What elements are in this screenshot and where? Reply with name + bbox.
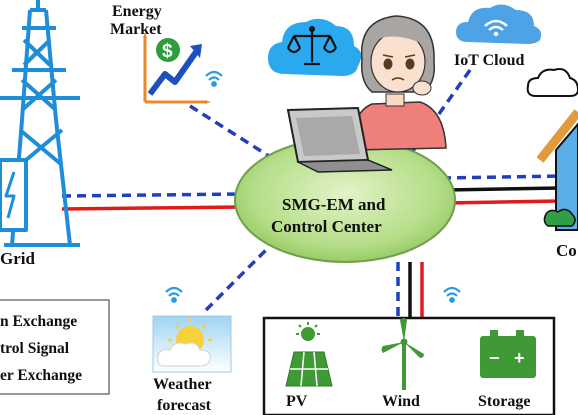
- weather-data-link: [204, 246, 270, 312]
- weather-sun-cloud-icon: [152, 315, 232, 373]
- iot-cloud-label: IoT Cloud: [454, 52, 525, 69]
- legend-item-power-exchange: er Exchange: [0, 367, 82, 384]
- transmission-tower-icon: [0, 0, 80, 247]
- energy-market-chart-icon: $: [143, 32, 211, 104]
- energy-market-label-line2: Market: [110, 21, 162, 38]
- justice-scale-cloud-icon: [268, 18, 362, 76]
- energy-market-label-line1: Energy: [112, 3, 162, 20]
- storage-label: Storage: [478, 393, 530, 410]
- grid-power-link: [61, 205, 244, 211]
- iot-data-link: [408, 68, 472, 157]
- dollar-sign-icon: $: [162, 41, 173, 62]
- weather-label-line1: Weather: [153, 376, 212, 393]
- consumer-power-link: [445, 199, 561, 205]
- operator-avatar: [349, 15, 447, 151]
- consumer-control-link: [445, 186, 561, 192]
- center-label-line2: Control Center: [271, 217, 382, 236]
- market-data-link: [189, 104, 273, 160]
- battery-icon: − +: [480, 330, 536, 378]
- pv-label: PV: [286, 393, 308, 410]
- wind-turbine-icon: [381, 318, 424, 390]
- house-icon: [526, 68, 578, 231]
- center-label-line1: SMG-EM and: [282, 195, 386, 214]
- grid-label: Grid: [0, 249, 35, 268]
- wifi-icon: [205, 70, 223, 87]
- wifi-icon: [443, 286, 461, 303]
- connection-lines: [61, 68, 561, 318]
- legend-item-data-exchange: n Exchange: [0, 313, 77, 330]
- wind-label: Wind: [382, 393, 420, 410]
- solar-panel-icon: [285, 322, 333, 387]
- grid-data-link: [61, 192, 244, 198]
- consumer-data-link: [441, 174, 561, 180]
- battery-minus-icon: −: [489, 348, 500, 368]
- wifi-icon: [165, 286, 183, 303]
- legend-item-control-signal: trol Signal: [0, 340, 70, 357]
- battery-plus-icon: +: [514, 348, 525, 368]
- consumer-label-partial: Co: [556, 241, 577, 260]
- weather-label-line2: forecast: [157, 397, 212, 414]
- legend-box: [0, 299, 110, 395]
- iot-cloud-icon: [456, 4, 542, 45]
- laptop-icon: [286, 106, 393, 173]
